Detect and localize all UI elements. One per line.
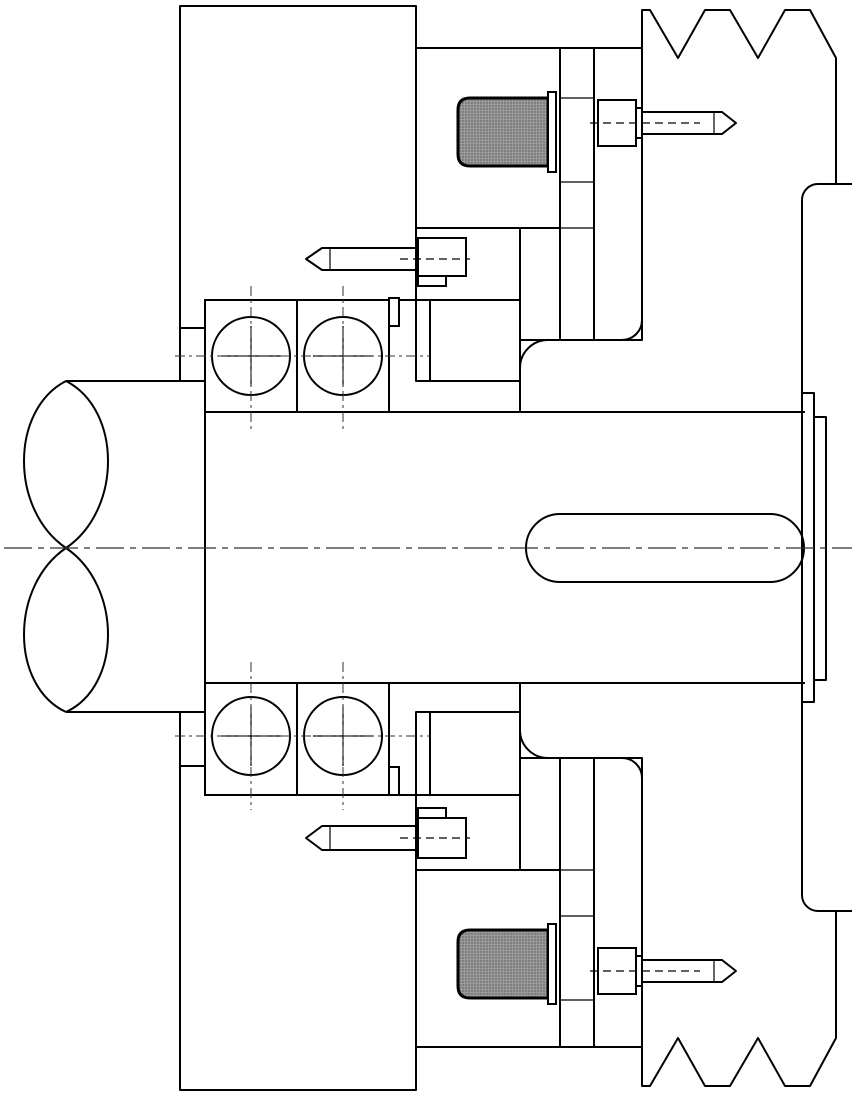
socket-head-bolt-upper-outer xyxy=(590,99,737,147)
angular-contact-bearing-pair-lower xyxy=(175,662,430,810)
shaft-end-washer xyxy=(801,392,815,703)
lip-seal-upper xyxy=(456,91,557,173)
shaft xyxy=(23,380,805,713)
lip-seal-lower xyxy=(456,923,557,1005)
angular-contact-bearing-pair-upper xyxy=(175,286,430,432)
socket-head-bolt-lower-inner xyxy=(305,807,470,859)
shaft-keyway xyxy=(525,513,805,583)
socket-head-bolt-lower-outer xyxy=(590,947,737,995)
bearing-cover-flange xyxy=(415,47,643,1048)
socket-head-bolt-upper-inner xyxy=(305,237,470,287)
